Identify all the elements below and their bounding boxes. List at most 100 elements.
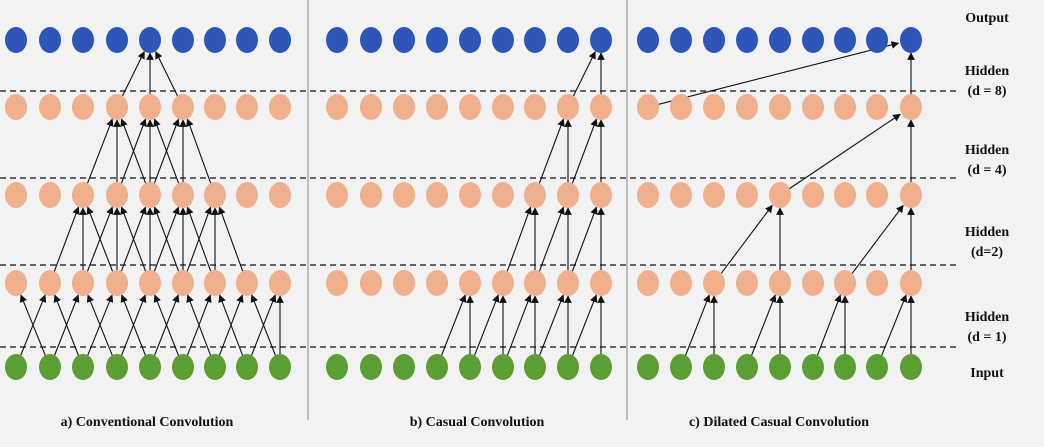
input-node — [590, 354, 612, 380]
hidden-node — [269, 94, 291, 120]
hidden-node — [39, 94, 61, 120]
hidden-node — [426, 270, 448, 296]
connection-arrow — [218, 294, 244, 357]
output-node — [106, 27, 128, 53]
hidden-node — [900, 182, 922, 208]
connection-arrow — [153, 206, 180, 273]
input-node — [393, 354, 415, 380]
hidden-node — [834, 270, 856, 296]
label-hidden-3-line1: Hidden — [965, 143, 1010, 158]
hidden-node — [72, 182, 94, 208]
input-node — [269, 354, 291, 380]
hidden-node — [139, 94, 161, 120]
hidden-node — [736, 94, 758, 120]
hidden-node — [459, 182, 481, 208]
hidden-node — [5, 94, 27, 120]
label-hidden-3-line2: (d = 4) — [967, 163, 1006, 178]
hidden-node — [492, 270, 514, 296]
neuron-nodes — [5, 27, 922, 380]
hidden-node — [802, 182, 824, 208]
hidden-node — [670, 94, 692, 120]
input-node — [557, 354, 579, 380]
connection-arrow — [86, 206, 114, 273]
connection-edges — [19, 41, 915, 358]
output-node — [900, 27, 922, 53]
connection-arrow — [250, 294, 277, 357]
output-node — [590, 27, 612, 53]
hidden-node — [802, 94, 824, 120]
hidden-node — [524, 94, 546, 120]
input-node — [736, 354, 758, 380]
hidden-node — [393, 94, 415, 120]
hidden-node — [900, 94, 922, 120]
input-node — [637, 354, 659, 380]
hidden-node — [204, 182, 226, 208]
hidden-node — [866, 270, 888, 296]
input-node — [172, 354, 194, 380]
connection-arrow — [19, 294, 47, 358]
hidden-node — [670, 182, 692, 208]
hidden-node — [769, 182, 791, 208]
hidden-node — [139, 182, 161, 208]
hidden-node — [637, 94, 659, 120]
hidden-node — [426, 182, 448, 208]
connection-arrow — [53, 206, 80, 273]
hidden-node — [39, 182, 61, 208]
hidden-node — [703, 94, 725, 120]
output-node — [269, 27, 291, 53]
output-node — [39, 27, 61, 53]
output-node — [426, 27, 448, 53]
input-node — [39, 354, 61, 380]
hidden-node — [326, 94, 348, 120]
hidden-node — [360, 182, 382, 208]
hidden-node — [557, 270, 579, 296]
connection-arrow — [153, 118, 180, 185]
output-node — [5, 27, 27, 53]
connection-arrow — [53, 294, 80, 357]
connection-arrow — [506, 294, 532, 357]
label-hidden-2-line2: (d=2) — [971, 245, 1003, 260]
hidden-node — [637, 270, 659, 296]
hidden-node — [204, 270, 226, 296]
hidden-node — [72, 270, 94, 296]
input-node — [106, 354, 128, 380]
output-node — [172, 27, 194, 53]
connection-arrow — [86, 118, 114, 185]
label-hidden-1-line2: (d = 1) — [967, 330, 1006, 345]
connection-arrow — [218, 294, 244, 357]
hidden-node — [866, 94, 888, 120]
hidden-node — [72, 94, 94, 120]
connection-arrow — [19, 294, 47, 358]
output-node — [557, 27, 579, 53]
hidden-node — [204, 94, 226, 120]
hidden-node — [106, 270, 128, 296]
hidden-node — [236, 182, 258, 208]
hidden-node — [426, 94, 448, 120]
label-hidden-1-line1: Hidden — [965, 310, 1010, 325]
hidden-node — [326, 270, 348, 296]
connection-arrow — [155, 50, 179, 98]
connection-arrow — [120, 294, 147, 357]
input-node — [703, 354, 725, 380]
connection-arrow — [218, 206, 244, 273]
output-node — [670, 27, 692, 53]
input-node — [360, 354, 382, 380]
output-node — [524, 27, 546, 53]
hidden-node — [172, 182, 194, 208]
panel-captions: a) Conventional Convolution b) Casual Co… — [61, 415, 870, 430]
connection-arrow — [720, 204, 773, 275]
connection-arrow — [750, 294, 777, 357]
output-node — [459, 27, 481, 53]
connection-arrow — [571, 118, 598, 185]
label-hidden-2-line1: Hidden — [965, 225, 1010, 240]
hidden-node — [459, 270, 481, 296]
input-node — [524, 354, 546, 380]
label-output: Output — [965, 11, 1009, 26]
connection-arrow — [120, 206, 147, 273]
hidden-node — [524, 270, 546, 296]
input-node — [139, 354, 161, 380]
label-hidden-top-line1: Hidden — [965, 64, 1010, 79]
output-node — [637, 27, 659, 53]
output-node — [736, 27, 758, 53]
